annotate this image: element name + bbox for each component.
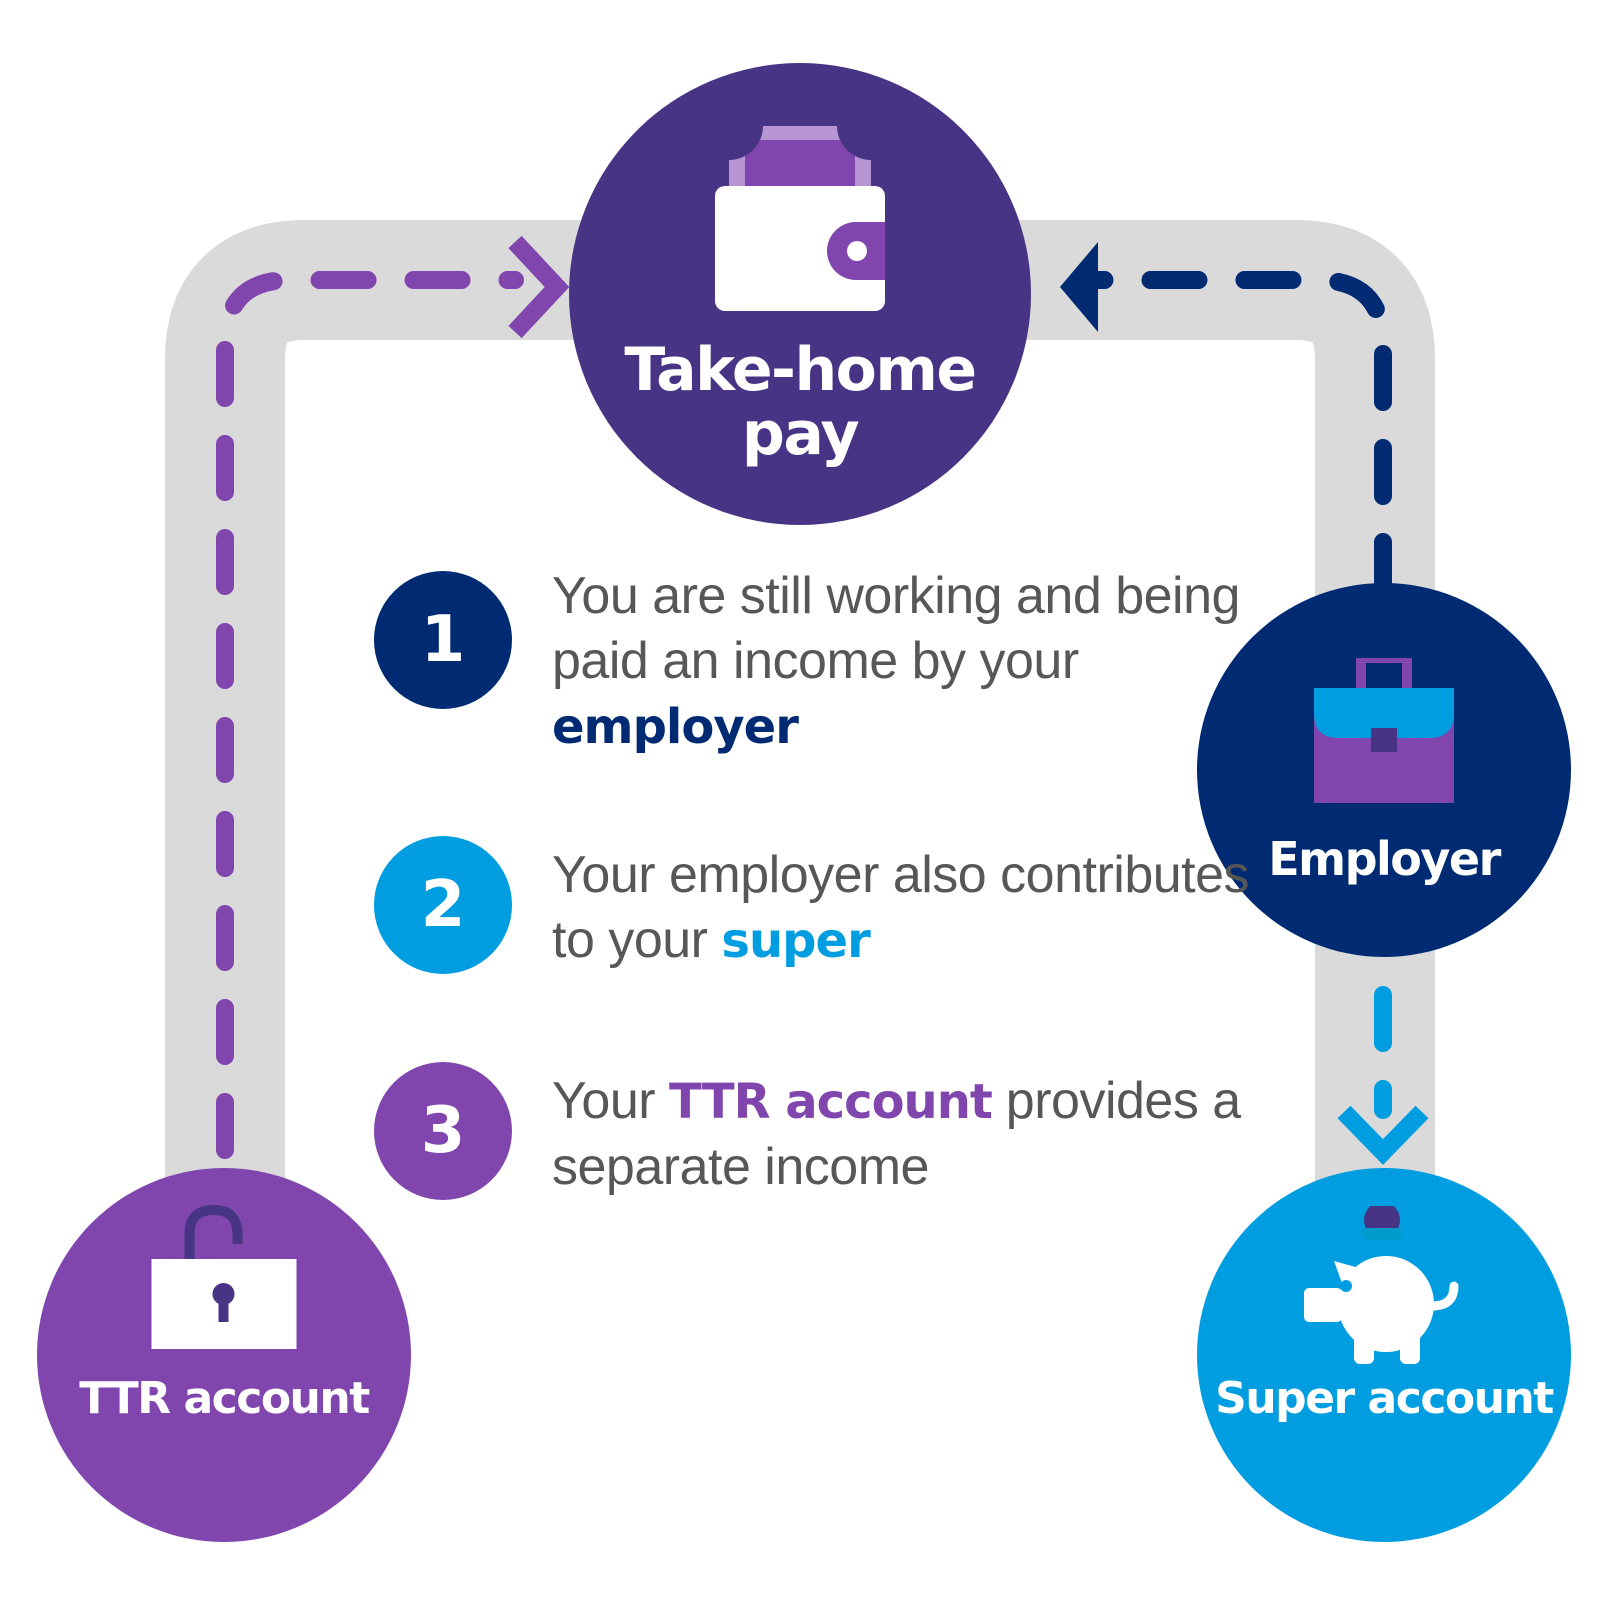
take-home-pay-node: Take-home pay <box>569 63 1031 525</box>
step-1-badge: 1 <box>374 571 512 709</box>
take-home-pay-label: Take-home pay <box>624 335 977 469</box>
step-2-text-before: Your employer also contributes to your <box>552 846 1250 969</box>
step-3-text-before: Your <box>552 1072 670 1130</box>
step-2-text: Your employer also contributes to your s… <box>552 843 1252 974</box>
step-1-text: You are still working and being paid an … <box>552 564 1252 760</box>
super-account-node: Super account <box>1197 1168 1571 1542</box>
super-account-label: Super account <box>1215 1373 1554 1424</box>
step-3-text-after: provides a separate income <box>552 1072 1241 1196</box>
step-3-highlight: TTR account <box>669 1074 993 1130</box>
employer-to-takehome-arrowhead <box>1060 242 1098 332</box>
ttr-to-takehome-arrowhead <box>508 235 570 339</box>
briefcase-icon <box>1314 658 1454 803</box>
employer-label: Employer <box>1268 832 1501 886</box>
ttr-to-takehome-dashed-line <box>216 271 524 1159</box>
step-1-highlight: employer <box>552 699 799 755</box>
wallet-icon <box>715 126 885 311</box>
step-3-text: Your TTR account provides a separate inc… <box>552 1069 1252 1200</box>
piggy-bank-icon <box>1304 1206 1459 1364</box>
step-2-highlight: super <box>721 913 870 969</box>
employer-to-super-arrowhead <box>1337 1105 1429 1165</box>
padlock-icon <box>151 1204 297 1349</box>
employer-to-takehome-dashed-line <box>1081 271 1392 599</box>
step-1-text-before: You are still working and being paid an … <box>552 567 1240 690</box>
employer-node: Employer <box>1197 583 1571 957</box>
step-3-badge: 3 <box>374 1062 512 1200</box>
ttr-account-label: TTR account <box>79 1373 370 1424</box>
ttr-account-node: TTR account <box>37 1168 411 1542</box>
step-2-badge: 2 <box>374 836 512 974</box>
